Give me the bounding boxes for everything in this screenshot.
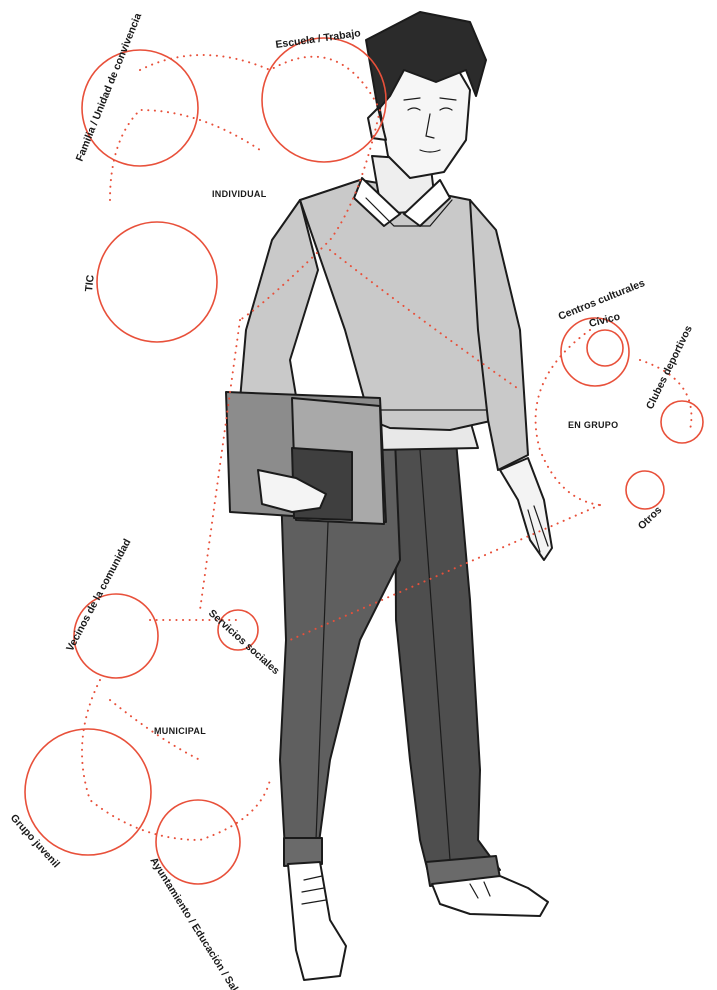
caption-en-grupo: EN GRUPO xyxy=(568,420,618,430)
caption-municipal: MUNICIPAL xyxy=(154,726,206,736)
label-tic: TIC xyxy=(83,274,97,292)
connector-dots xyxy=(110,110,260,200)
node-circle-youth xyxy=(25,729,151,855)
teen-with-books-illustration xyxy=(226,12,552,980)
group-municipal: Vecinos de la comunidad Servicios social… xyxy=(8,537,282,990)
label-youth: Grupo juvenil xyxy=(8,812,62,870)
node-circle-tic xyxy=(97,222,217,342)
label-social: Servicios sociales xyxy=(206,607,282,677)
node-circle-school xyxy=(262,38,386,162)
node-circle-other xyxy=(626,471,664,509)
label-sports: Clubes deportivos xyxy=(644,324,695,412)
node-circle-sports xyxy=(661,401,703,443)
caption-individual: INDIVIDUAL xyxy=(212,189,267,199)
label-school: Escuela / Trabajo xyxy=(275,27,362,51)
connector-dots xyxy=(536,330,600,505)
label-civic: Cívico xyxy=(588,311,621,330)
connector-dots xyxy=(82,680,270,840)
label-services: Ayuntamiento / Educación / Salud xyxy=(147,855,247,990)
node-circle-civic xyxy=(587,330,623,366)
label-family: Familia / Unidad de convivencia xyxy=(74,11,145,163)
